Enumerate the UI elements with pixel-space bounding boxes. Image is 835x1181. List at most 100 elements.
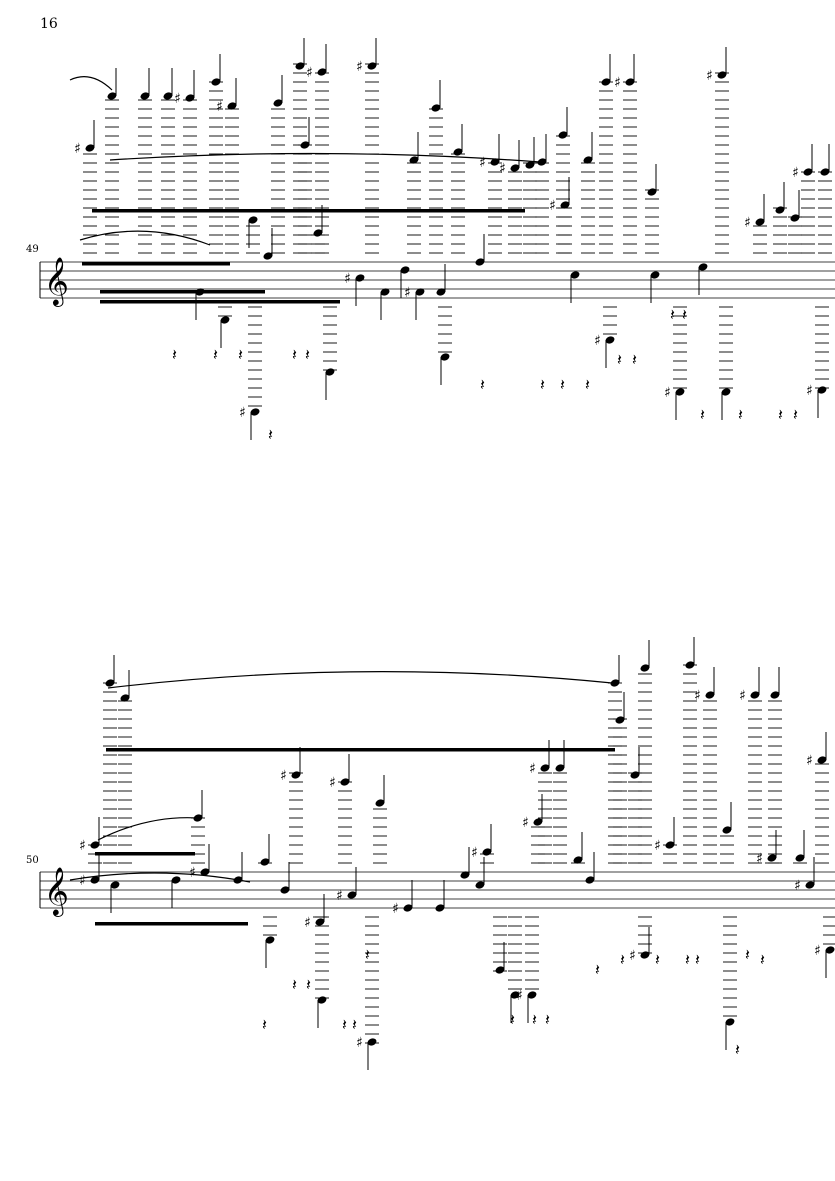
slur — [107, 671, 613, 689]
notehead — [460, 871, 470, 879]
notehead — [200, 868, 210, 876]
notehead — [640, 951, 650, 959]
quarter-rest-icon: 𝄽 — [793, 405, 798, 424]
sharp-icon: ♯ — [174, 91, 181, 107]
notehead — [510, 164, 520, 172]
quarter-rest-icon: 𝄽 — [352, 1015, 357, 1034]
notehead — [403, 904, 413, 912]
notehead — [313, 229, 323, 237]
notehead — [367, 1038, 377, 1046]
notehead — [570, 271, 580, 279]
sharp-icon: ♯ — [549, 198, 556, 214]
notehead — [291, 771, 301, 779]
quarter-rest-icon: 𝄽 — [292, 975, 297, 994]
notehead — [211, 78, 221, 86]
sharp-icon: ♯ — [516, 988, 523, 1004]
beam — [100, 300, 340, 304]
beam — [95, 852, 195, 856]
quarter-rest-icon: 𝄽 — [540, 375, 545, 394]
notehead — [265, 936, 275, 944]
notehead — [605, 336, 615, 344]
notehead — [533, 818, 543, 826]
quarter-rest-icon: 𝄽 — [595, 960, 600, 979]
notehead — [220, 316, 230, 324]
notehead — [560, 201, 570, 209]
notehead — [163, 92, 173, 100]
quarter-rest-icon: 𝄽 — [585, 375, 590, 394]
quarter-rest-icon: 𝄽 — [700, 405, 705, 424]
page-number: 16 — [40, 16, 58, 32]
notehead — [105, 679, 115, 687]
notehead — [436, 288, 446, 296]
sharp-icon: ♯ — [499, 161, 506, 177]
sharp-icon: ♯ — [79, 838, 86, 854]
notehead — [140, 92, 150, 100]
sharp-icon: ♯ — [706, 68, 713, 84]
quarter-rest-icon: 𝄽 — [760, 950, 765, 969]
notehead — [355, 274, 365, 282]
treble-clef-icon: 𝄞 — [44, 866, 69, 917]
notehead — [647, 188, 657, 196]
notehead — [273, 99, 283, 107]
notehead — [675, 388, 685, 396]
slur — [109, 152, 541, 163]
notehead — [722, 826, 732, 834]
quarter-rest-icon: 𝄽 — [778, 405, 783, 424]
sharp-icon: ♯ — [629, 948, 636, 964]
notehead — [490, 158, 500, 166]
quarter-rest-icon: 𝄽 — [532, 1010, 537, 1029]
quarter-rest-icon: 𝄽 — [695, 950, 700, 969]
sharp-icon: ♯ — [594, 333, 601, 349]
notehead — [775, 206, 785, 214]
notehead — [625, 78, 635, 86]
sharp-icon: ♯ — [356, 1035, 363, 1051]
quarter-rest-icon: 𝄽 — [213, 345, 218, 364]
notehead — [227, 102, 237, 110]
notehead — [263, 252, 273, 260]
notehead — [573, 856, 583, 864]
quarter-rest-icon: 𝄽 — [268, 425, 273, 444]
sharp-icon: ♯ — [336, 888, 343, 904]
beam — [106, 748, 615, 752]
notehead — [107, 92, 117, 100]
quarter-rest-icon: 𝄽 — [632, 350, 637, 369]
slur — [79, 230, 211, 246]
sharp-icon: ♯ — [756, 851, 763, 867]
notehead — [482, 848, 492, 856]
notehead — [325, 368, 335, 376]
notehead — [790, 214, 800, 222]
sharp-icon: ♯ — [404, 285, 411, 301]
sharp-icon: ♯ — [79, 873, 86, 889]
notehead — [825, 946, 835, 954]
notehead — [585, 876, 595, 884]
beam — [95, 922, 248, 926]
notehead — [295, 62, 305, 70]
notehead — [685, 661, 695, 669]
sharp-icon: ♯ — [806, 753, 813, 769]
notehead — [380, 288, 390, 296]
notehead — [347, 891, 357, 899]
notehead — [630, 771, 640, 779]
notehead — [415, 288, 425, 296]
notehead — [300, 141, 310, 149]
notehead — [601, 78, 611, 86]
notehead — [725, 1018, 735, 1026]
sharp-icon: ♯ — [392, 901, 399, 917]
quarter-rest-icon: 𝄽 — [480, 375, 485, 394]
beam — [82, 262, 230, 266]
sharp-icon: ♯ — [280, 768, 287, 784]
notehead — [705, 691, 715, 699]
notehead — [527, 991, 537, 999]
quarter-rest-icon: 𝄽 — [545, 1010, 550, 1029]
notehead — [795, 854, 805, 862]
slur — [69, 76, 113, 91]
notehead — [90, 876, 100, 884]
notehead — [431, 104, 441, 112]
sharp-icon: ♯ — [614, 75, 621, 91]
sharp-icon: ♯ — [216, 99, 223, 115]
notehead — [171, 876, 181, 884]
notehead — [453, 148, 463, 156]
quarter-rest-icon: 𝄽 — [292, 345, 297, 364]
notehead — [435, 904, 445, 912]
